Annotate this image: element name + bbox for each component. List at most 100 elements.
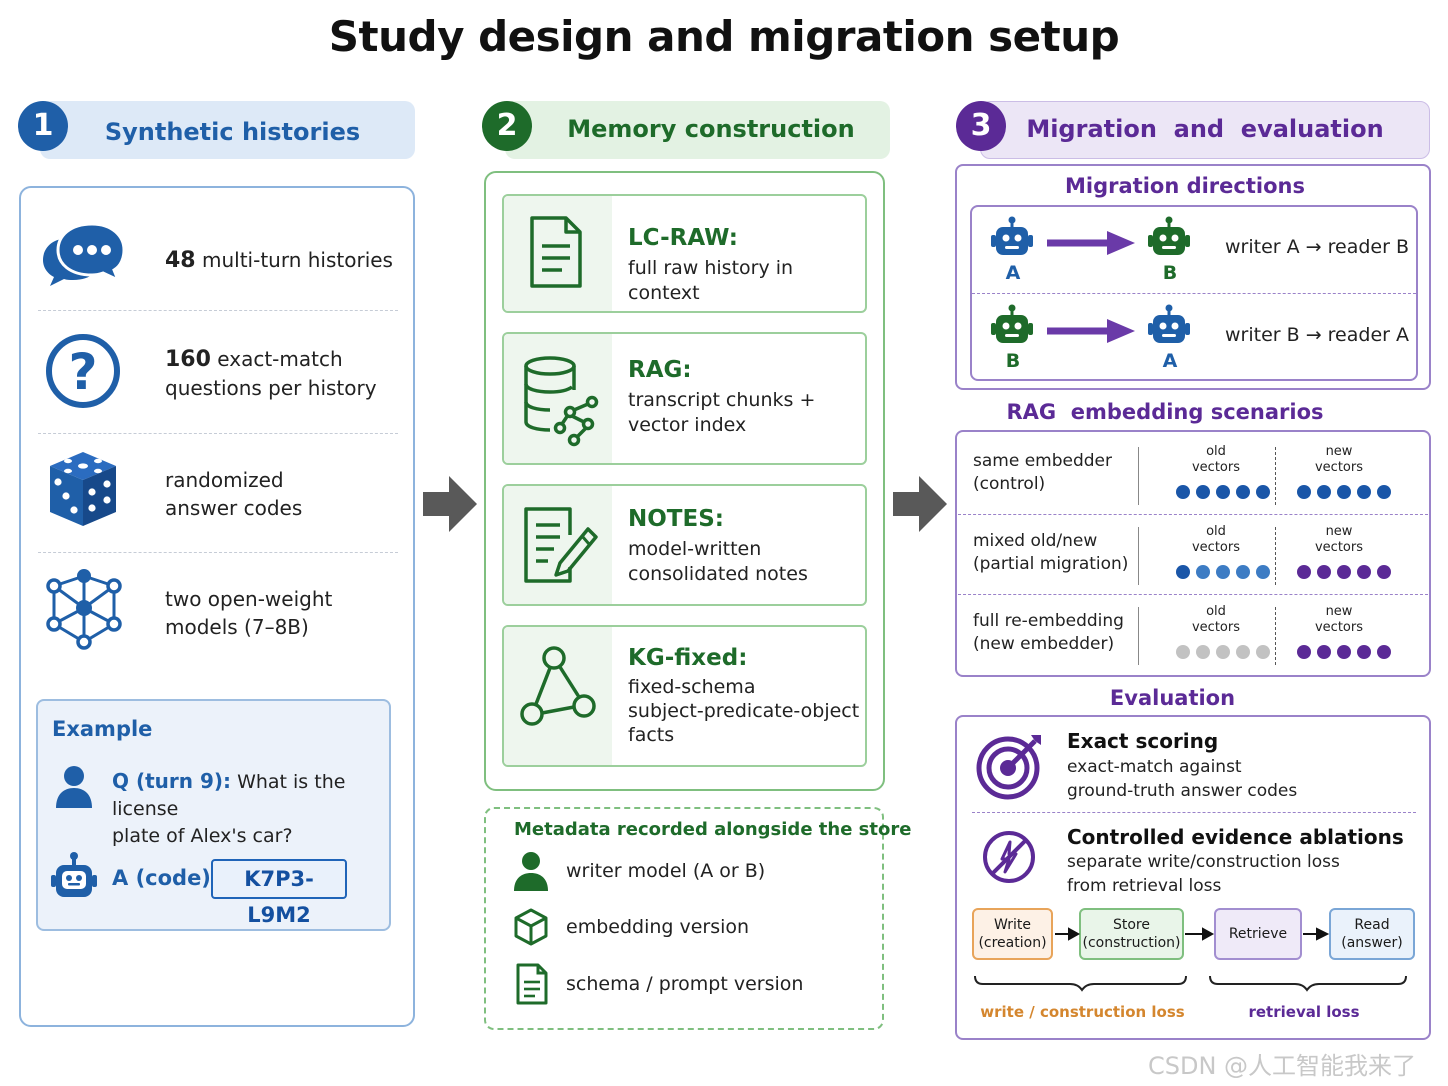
vector-dot [1377, 485, 1391, 499]
new-vectors [1297, 565, 1391, 579]
chat-bubbles-icon [43, 222, 126, 286]
migration-from-label: B [1005, 350, 1021, 372]
section-2-title: Memory construction [567, 115, 855, 143]
old-vector-dots [1176, 565, 1270, 579]
old-vectors [1176, 645, 1270, 659]
divider [958, 594, 1428, 595]
robot-icon [1148, 216, 1190, 255]
migration-direction-text: writer A → reader B [1225, 236, 1409, 258]
metadata-box [484, 807, 884, 1030]
robot-icon [991, 216, 1033, 255]
memory-box-rag [502, 332, 867, 465]
divider [958, 514, 1428, 515]
vector-dot [1377, 645, 1391, 659]
rag-scenarios-panel [955, 430, 1431, 677]
dice-icon [50, 452, 116, 526]
metadata-writer-model: writer model (A or B) [566, 860, 766, 882]
migration-to-robot [1148, 304, 1190, 352]
robot-icon [991, 304, 1033, 343]
ablation-icon [983, 831, 1035, 883]
network-icon [46, 569, 122, 650]
notes-title: NOTES: [628, 506, 724, 532]
vector-dot [1176, 565, 1190, 579]
vector-dot [1337, 645, 1351, 659]
metadata-embedding-version: embedding version [566, 916, 750, 938]
document-icon [530, 216, 582, 288]
section-3-title: Migration and evaluation [1026, 115, 1384, 143]
new-vector-dots [1297, 645, 1391, 659]
new-vectors [1297, 485, 1391, 499]
flow-arrows [1055, 927, 1330, 941]
divider [1275, 527, 1276, 585]
vector-dot [1357, 565, 1371, 579]
memory-box-notes [502, 484, 867, 606]
vector-dot [1377, 565, 1391, 579]
section-1-number: 1 [18, 101, 68, 151]
rag-title: RAG: [628, 357, 692, 383]
metadata-heading: Metadata recorded alongside the store [514, 819, 912, 840]
vector-dot [1196, 485, 1210, 499]
old-vector-dots [1176, 645, 1270, 659]
divider [1138, 607, 1139, 665]
target-icon [976, 735, 1041, 800]
section-1-title: Synthetic histories [104, 118, 361, 146]
divider [1138, 527, 1139, 585]
vector-dot [1317, 565, 1331, 579]
migration-from-label: A [1005, 262, 1021, 284]
vector-dot [1236, 645, 1250, 659]
example-answer-label: A (code): [112, 866, 220, 890]
divider [1275, 447, 1276, 505]
flow-read-box: Read(answer) [1329, 908, 1415, 960]
answer-code-badge: K7P3-L9M2 [211, 859, 347, 927]
migration-arrow-icon [1047, 231, 1135, 255]
divider [972, 293, 1416, 294]
old-vector-dots [1176, 485, 1270, 499]
new-vector-dots [1297, 565, 1391, 579]
page-title: Study design and migration setup [328, 12, 1120, 61]
scenario-label: full re-embedding(new embedder) [973, 611, 1124, 654]
vector-dot [1256, 645, 1270, 659]
vector-dot [1357, 485, 1371, 499]
watermark: CSDN @人工智能我来了 [1148, 1052, 1417, 1080]
migration-arrow-icon [1047, 319, 1135, 343]
vector-dot [1176, 485, 1190, 499]
vector-dot [1337, 565, 1351, 579]
vector-dot [1196, 645, 1210, 659]
vector-dot [1337, 485, 1351, 499]
section-2-number: 2 [482, 101, 532, 151]
vector-dot [1216, 645, 1230, 659]
vector-dot [1317, 485, 1331, 499]
robot-icon [1148, 304, 1190, 343]
section-1-header [40, 101, 415, 159]
evaluation-heading: Evaluation [1109, 686, 1236, 710]
new-vector-dots [1297, 485, 1391, 499]
vector-dot [1176, 645, 1190, 659]
vector-dot [1256, 565, 1270, 579]
vector-dot [1216, 565, 1230, 579]
notes-pencil-icon [524, 507, 598, 583]
vector-dot [1216, 485, 1230, 499]
scenario-label: mixed old/new(partial migration) [973, 531, 1129, 574]
flow-retrieve-box: Retrieve [1214, 908, 1302, 960]
divider [1275, 607, 1276, 665]
vector-dot [1357, 645, 1371, 659]
evaluation-panel [955, 715, 1431, 1040]
section-3-header [980, 101, 1430, 159]
old-vectors [1176, 485, 1270, 499]
vector-dot [1297, 645, 1311, 659]
vector-dot [1297, 485, 1311, 499]
arrow-right-icon [893, 476, 947, 532]
migration-from-robot [991, 216, 1033, 264]
rag-scenarios-heading: RAG embedding scenarios [1006, 400, 1324, 424]
vector-dot [1236, 565, 1250, 579]
divider [1138, 447, 1139, 505]
